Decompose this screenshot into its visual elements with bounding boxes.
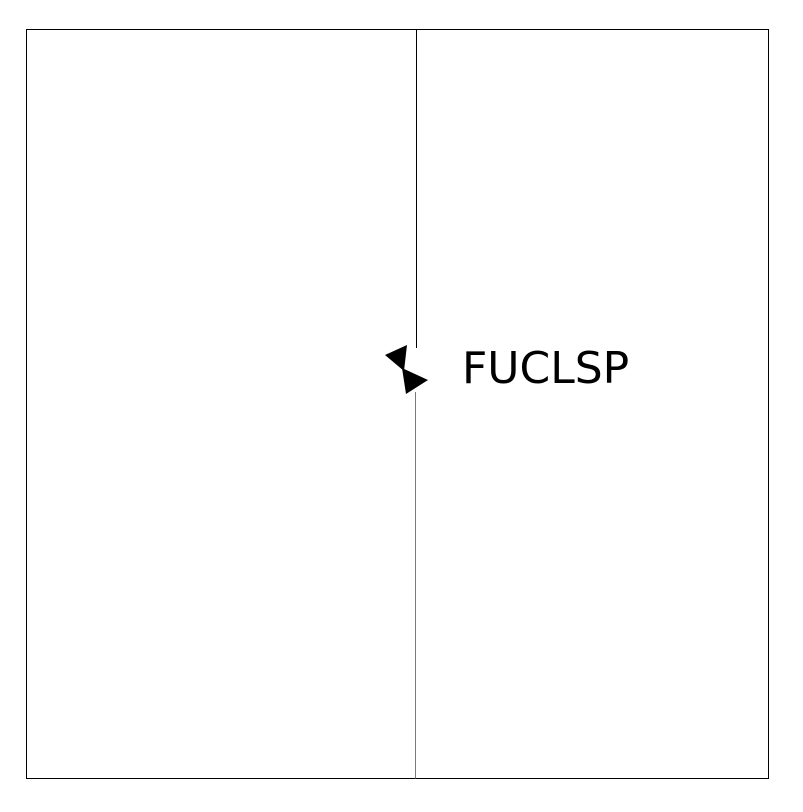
marker-lower-triangle [402, 368, 428, 394]
bowtie-marker-icon [385, 345, 428, 394]
marker-upper-triangle [385, 345, 407, 371]
node-label: FUCLSP [462, 343, 629, 394]
frame-border [26, 29, 769, 779]
